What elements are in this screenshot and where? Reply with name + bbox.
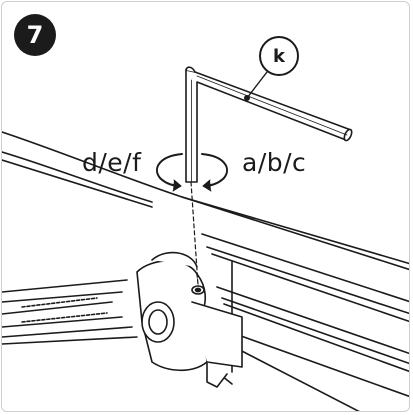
callout-leader-line bbox=[246, 71, 268, 99]
callout-dot bbox=[244, 95, 251, 102]
step-number: 7 bbox=[26, 21, 44, 49]
bracket-arm bbox=[2, 279, 138, 345]
rail-beam bbox=[2, 131, 409, 411]
tool-callout: k bbox=[259, 36, 299, 76]
bracket-cylinder bbox=[141, 301, 175, 343]
assembly-illustration bbox=[2, 66, 409, 411]
screw-icon bbox=[191, 285, 205, 295]
rotation-label-clockwise: a/b/c bbox=[242, 148, 307, 177]
allen-key-icon bbox=[185, 66, 353, 183]
step-number-badge: 7 bbox=[14, 14, 56, 56]
alignment-guide-line bbox=[190, 181, 199, 286]
tool-callout-letter: k bbox=[273, 45, 285, 67]
rotation-label-counterclockwise: d/e/f bbox=[82, 148, 142, 177]
rotation-arrow-icon bbox=[155, 153, 229, 192]
